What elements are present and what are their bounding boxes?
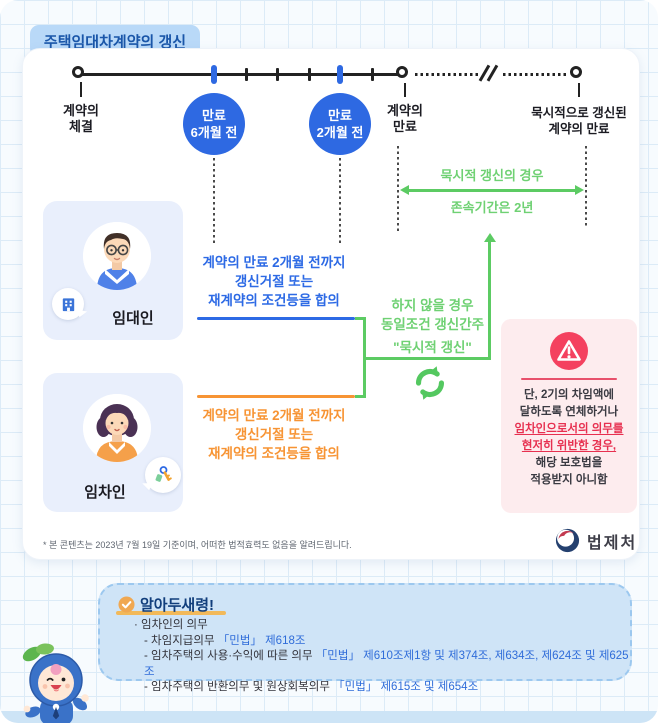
timeline-tick: [308, 68, 311, 81]
tenant-speech-bubble: [140, 457, 181, 493]
warning-divider: [521, 378, 617, 380]
duration-arrow-left-head: [400, 185, 409, 195]
title-highlight-bar: [116, 611, 226, 615]
timeline-implicit-node: [570, 65, 582, 78]
tenant-agreement-text: 계약의 만료 2개월 전까지 갱신거절 또는 재계약의 조건등을 합의: [202, 408, 346, 461]
disclaimer-text: * 본 콘텐츠는 2023년 7월 19일 기준이며, 어떠한 법적효력도 없음…: [43, 540, 352, 550]
node-label-start: 계약의 체결: [63, 103, 99, 134]
bottom-band: [0, 711, 658, 723]
timeline-blue-tick-2m: [337, 65, 343, 84]
moleg-logo-text: 법제처: [587, 534, 638, 552]
timeline-start-stem: [79, 82, 82, 97]
tenant-label: 임차인: [84, 484, 126, 501]
check-icon: [118, 596, 135, 613]
notes-title: 알아두새령!: [140, 597, 214, 614]
landlord-label: 임대인: [112, 310, 154, 327]
note-item: - 임차주택의 반환의무 및 원상회복의무 「민법」 제615조 및 제654조: [144, 681, 479, 693]
renewal-up-arrow-head: [483, 233, 496, 242]
mascot-illustration: [4, 641, 98, 723]
implicit-duration-note-line1: 묵시적 갱신의 경우: [440, 168, 544, 183]
duration-arrow-right-head: [575, 185, 584, 195]
landlord-speech-bubble: [52, 288, 89, 320]
green-tip-top: [355, 317, 366, 320]
landlord-card: 임대인: [43, 201, 183, 340]
law-reference-link[interactable]: 「민법」 제618조: [217, 634, 306, 647]
guide-dotted-implicit: [585, 146, 587, 226]
timeline-start-node: [72, 65, 84, 78]
guide-dotted-expiry: [397, 146, 399, 231]
warning-triangle-icon: [550, 332, 588, 375]
landlord-agreement-text: 계약의 만료 2개월 전까지 갱신거절 또는 재계약의 조건등을 합의: [202, 255, 346, 308]
landlord-avatar: [83, 222, 151, 290]
tenant-agreement-line: [197, 395, 355, 398]
renewal-up-arrow: [488, 241, 491, 359]
duration-arrow: [407, 189, 575, 192]
notes-card: 알아두새령! · 임차인의 의무 - 차임지급의무 「민법」 제618조 - 임…: [98, 583, 632, 693]
timeline-expiry-node: [396, 65, 408, 78]
dash: -: [144, 681, 148, 693]
notes-title-row: 알아두새령!: [118, 594, 214, 615]
main-card: 계약의 체결 만료 6개월 전 만료 2개월 전 계약의 만료 묵시적으로 갱신…: [22, 48, 640, 560]
tenant-card: 임차인: [43, 373, 183, 512]
node-label-implicit-expiry: 묵시적으로 갱신된 계약의 만료: [531, 106, 627, 136]
notes-body: · 임차인의 의무 - 차임지급의무 「민법」 제618조 - 임차주택의 사용…: [134, 618, 630, 696]
milestone-badge-6m: 만료 6개월 전: [183, 93, 245, 155]
law-reference-link[interactable]: 「민법」 제615조 및 제654조: [333, 681, 479, 693]
warning-text: 단, 2기의 차임액에 달하도록 연체하거나 임차인으로서의 의무를 현저히 위…: [514, 389, 624, 486]
note-item: - 임차주택의 사용·수익에 따른 의무 「민법」 제610조제1항 및 제37…: [144, 650, 629, 678]
bullet: ·: [134, 619, 138, 631]
law-reference-link[interactable]: 「민법」 제610조제1항 및 제374조, 제634조, 제624조 및 제6…: [144, 650, 629, 678]
landlord-agreement-line: [197, 317, 355, 320]
page-title: 주택임대차계약의 갱신: [43, 33, 187, 51]
green-tip-bottom: [355, 395, 366, 398]
timeline-implicit-stem: [577, 83, 580, 97]
timeline-line: [81, 73, 405, 76]
moleg-logo: 법제처: [554, 527, 637, 554]
keys-icon: [152, 464, 175, 487]
implied-renewal-text: 하지 않을 경우 동일조건 갱신간주 "묵시적 갱신": [380, 298, 485, 355]
tenant-avatar: [83, 394, 151, 462]
dash: -: [144, 650, 148, 662]
green-bracket-horizontal: [363, 357, 491, 360]
guide-dotted-6m: [213, 158, 215, 246]
dash: -: [144, 634, 148, 647]
timeline-expiry-stem: [403, 83, 406, 97]
milestone-badge-2m: 만료 2개월 전: [309, 93, 371, 155]
node-label-expiry: 계약의 만료: [387, 103, 423, 134]
timeline-tick: [371, 68, 374, 81]
implicit-duration-note-line2: 존속기간은 2년: [450, 200, 534, 215]
notes-heading: · 임차인의 의무: [134, 619, 208, 631]
guide-dotted-2m: [339, 158, 341, 243]
building-icon: [59, 295, 78, 314]
timeline-tick: [245, 68, 248, 81]
timeline-blue-tick-6m: [211, 65, 217, 84]
refresh-icon: [409, 362, 451, 409]
timeline-break-mark: [478, 60, 501, 88]
warning-card: 단, 2기의 차임액에 달하도록 연체하거나 임차인으로서의 의무를 현저히 위…: [501, 319, 637, 513]
timeline-tick: [276, 68, 279, 81]
note-item: - 차임지급의무 「민법」 제618조: [144, 634, 306, 647]
moleg-taegeuk-icon: [554, 527, 581, 554]
